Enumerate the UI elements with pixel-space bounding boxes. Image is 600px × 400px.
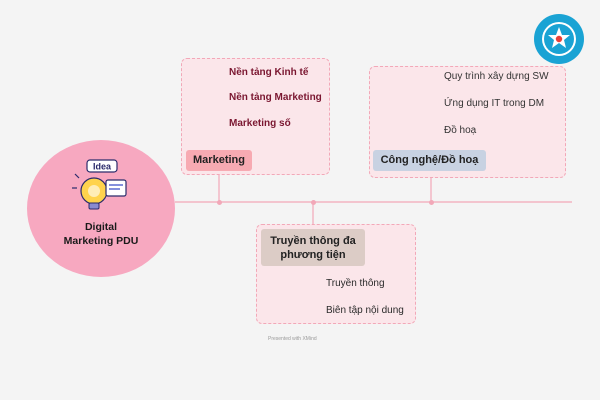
junction-dot-tech — [428, 199, 434, 205]
topic-marketing[interactable]: Marketing — [186, 150, 252, 171]
leaf-marketing-so[interactable]: Marketing số — [229, 118, 291, 129]
topic-truyen-thong-da-phuong-tien[interactable]: Truyền thông đa phương tiện — [261, 229, 365, 266]
central-topic-label: Digital Marketing PDU — [27, 220, 175, 248]
topic-media-line1: Truyền thông đa — [270, 235, 356, 247]
central-topic-line1: Digital — [84, 221, 118, 233]
topic-media-line2: phương tiện — [280, 249, 346, 261]
university-seal-logo — [534, 14, 584, 64]
group-marketing — [181, 58, 330, 175]
leaf-quy-trinh-xay-dung-sw[interactable]: Quy trình xây dựng SW — [444, 71, 549, 82]
leaf-nen-tang-kinh-te[interactable]: Nền tảng Kinh tế — [229, 67, 309, 78]
leaf-nen-tang-marketing[interactable]: Nền tảng Marketing — [229, 92, 322, 103]
leaf-bien-tap-noi-dung[interactable]: Biên tập nội dung — [326, 305, 404, 316]
leaf-truyen-thong[interactable]: Truyền thông — [326, 278, 385, 289]
central-topic-line2: Marketing PDU — [63, 235, 139, 247]
junction-dot-media — [310, 199, 316, 205]
topic-cong-nghe-do-hoa[interactable]: Công nghệ/Đồ hoạ — [373, 150, 486, 171]
junction-dot-marketing — [216, 199, 222, 205]
idea-lightbulb-icon: Idea — [72, 159, 127, 210]
presented-with-credit: Presented with XMind — [268, 336, 317, 342]
idea-badge-text: Idea — [93, 162, 112, 172]
leaf-ung-dung-it-trong-dm[interactable]: Ứng dụng IT trong DM — [444, 98, 545, 109]
leaf-do-hoa[interactable]: Đồ hoạ — [444, 125, 477, 136]
